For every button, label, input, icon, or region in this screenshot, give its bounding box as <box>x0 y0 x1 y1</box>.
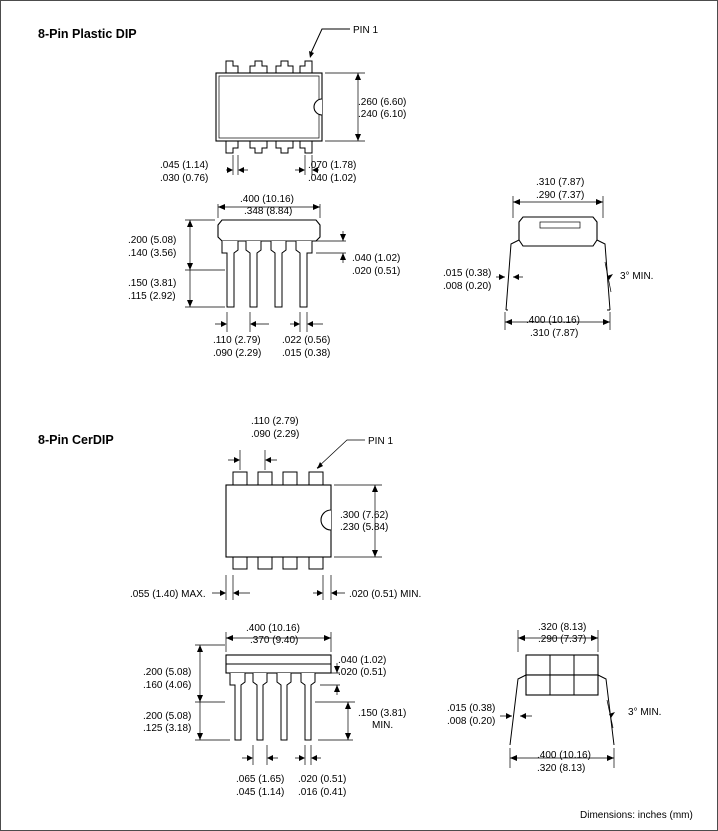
cerdip-length-min: .370 (9.40) <box>250 635 298 646</box>
cerdip-title: 8-Pin CerDIP <box>38 433 114 447</box>
cerdip-span-max: .400 (10.16) <box>537 750 591 761</box>
plastic-shoulder-width-max: .070 (1.78) <box>308 160 356 171</box>
plastic-pitch-max: .110 (2.79) <box>213 335 261 346</box>
cerdip-seat-min: .020 (0.51) <box>338 667 386 678</box>
cerdip-pin1-leader <box>316 439 365 469</box>
plastic-side-view <box>217 219 321 308</box>
cerdip-width-min: .230 (5.84) <box>340 522 388 533</box>
plastic-height-min: .140 (3.56) <box>128 248 176 259</box>
cerdip-lead-min-length: .150 (3.81) <box>358 708 406 719</box>
plastic-width-min: .240 (6.10) <box>358 109 406 120</box>
plastic-length-min: .348 (8.84) <box>244 206 292 217</box>
plastic-shoulder-width-min: .040 (1.02) <box>308 173 356 184</box>
plastic-pin1-label: PIN 1 <box>353 25 378 36</box>
plastic-lead-thickness-min: .008 (0.20) <box>443 281 491 292</box>
plastic-lead-angle: 3° MIN. <box>620 271 653 282</box>
plastic-width-max: .260 (6.60) <box>358 97 406 108</box>
plastic-pitch-min: .090 (2.29) <box>213 348 261 359</box>
cerdip-pitch-min: .090 (2.29) <box>251 429 299 440</box>
plastic-lead-dia-max: .022 (0.56) <box>282 335 330 346</box>
plastic-lead-width-min: .030 (0.76) <box>160 173 208 184</box>
cerdip-span-min: .320 (8.13) <box>537 763 585 774</box>
cerdip-pitch-max: .110 (2.79) <box>251 416 299 427</box>
cerdip-end-width-max: .320 (8.13) <box>538 622 586 633</box>
plastic-seat-min: .020 (0.51) <box>352 266 400 277</box>
plastic-lead-width-max: .045 (1.14) <box>160 160 208 171</box>
cerdip-lead-min-label: MIN. <box>372 720 393 731</box>
plastic-end-width-max: .310 (7.87) <box>536 177 584 188</box>
cerdip-seat-max: .040 (1.02) <box>338 655 386 666</box>
plastic-length-max: .400 (10.16) <box>240 194 294 205</box>
plastic-span-max: .400 (10.16) <box>526 315 580 326</box>
cerdip-pin1-label: PIN 1 <box>368 436 393 447</box>
plastic-top-view <box>215 60 323 154</box>
plastic-seat-max: .040 (1.02) <box>352 253 400 264</box>
cerdip-lead-dia-max: .020 (0.51) <box>298 774 346 785</box>
plastic-dip-title: 8-Pin Plastic DIP <box>38 27 137 41</box>
cerdip-length-max: .400 (10.16) <box>246 623 300 634</box>
plastic-end-view <box>505 216 611 311</box>
cerdip-height-min: .160 (4.06) <box>143 680 191 691</box>
cerdip-side-view <box>225 654 332 741</box>
cerdip-lead-thickness-max: .015 (0.38) <box>447 703 495 714</box>
cerdip-lead-length-min: .125 (3.18) <box>143 723 191 734</box>
plastic-end-width-min: .290 (7.37) <box>536 190 584 201</box>
plastic-lead-length-min: .115 (2.92) <box>128 291 176 302</box>
cerdip-min-gap: .020 (0.51) MIN. <box>349 589 421 600</box>
cerdip-lead-length-max: .200 (5.08) <box>143 711 191 722</box>
plastic-pin1-leader <box>309 28 350 56</box>
cerdip-end-width-min: .290 (7.37) <box>538 634 586 645</box>
dimensions-note: Dimensions: inches (mm) <box>580 810 693 821</box>
cerdip-shoulder-min: .045 (1.14) <box>236 787 284 798</box>
plastic-height-max: .200 (5.08) <box>128 235 176 246</box>
plastic-lead-dia-min: .015 (0.38) <box>282 348 330 359</box>
cerdip-lead-dia-min: .016 (0.41) <box>298 787 346 798</box>
cerdip-end-view <box>509 654 615 746</box>
cerdip-end-gap: .055 (1.40) MAX. <box>130 589 206 600</box>
cerdip-lead-thickness-min: .008 (0.20) <box>447 716 495 727</box>
cerdip-height-max: .200 (5.08) <box>143 667 191 678</box>
plastic-lead-thickness-max: .015 (0.38) <box>443 268 491 279</box>
cerdip-shoulder-max: .065 (1.65) <box>236 774 284 785</box>
cerdip-top-view <box>225 471 332 570</box>
cerdip-lead-angle: 3° MIN. <box>628 707 661 718</box>
plastic-span-min: .310 (7.87) <box>530 328 578 339</box>
cerdip-width-max: .300 (7.62) <box>340 510 388 521</box>
plastic-lead-length-max: .150 (3.81) <box>128 278 176 289</box>
